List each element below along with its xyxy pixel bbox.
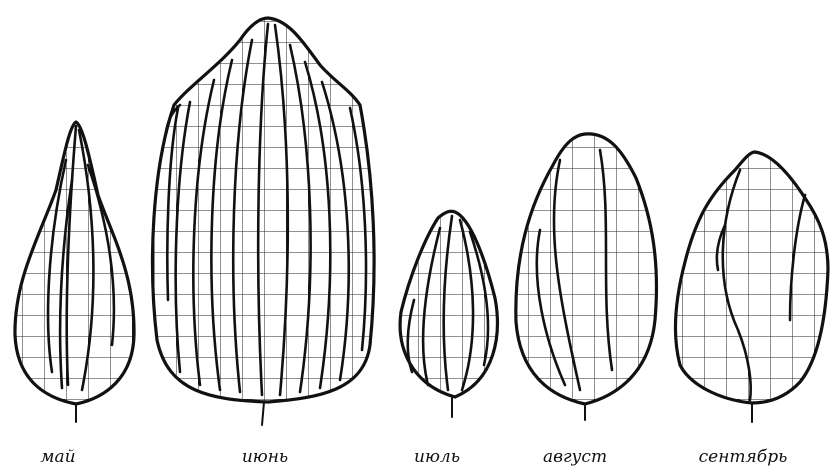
caption-september: сентябрь [699, 447, 788, 467]
leaf-september [670, 145, 830, 422]
caption-may: май [40, 447, 75, 467]
leaf-june [145, 10, 385, 425]
leaf-august [510, 125, 665, 420]
caption-june: июнь [242, 447, 288, 467]
leaf-july [395, 205, 505, 417]
caption-august: август [543, 447, 607, 467]
caption-july: июль [414, 447, 460, 467]
leaf-may [0, 110, 150, 422]
